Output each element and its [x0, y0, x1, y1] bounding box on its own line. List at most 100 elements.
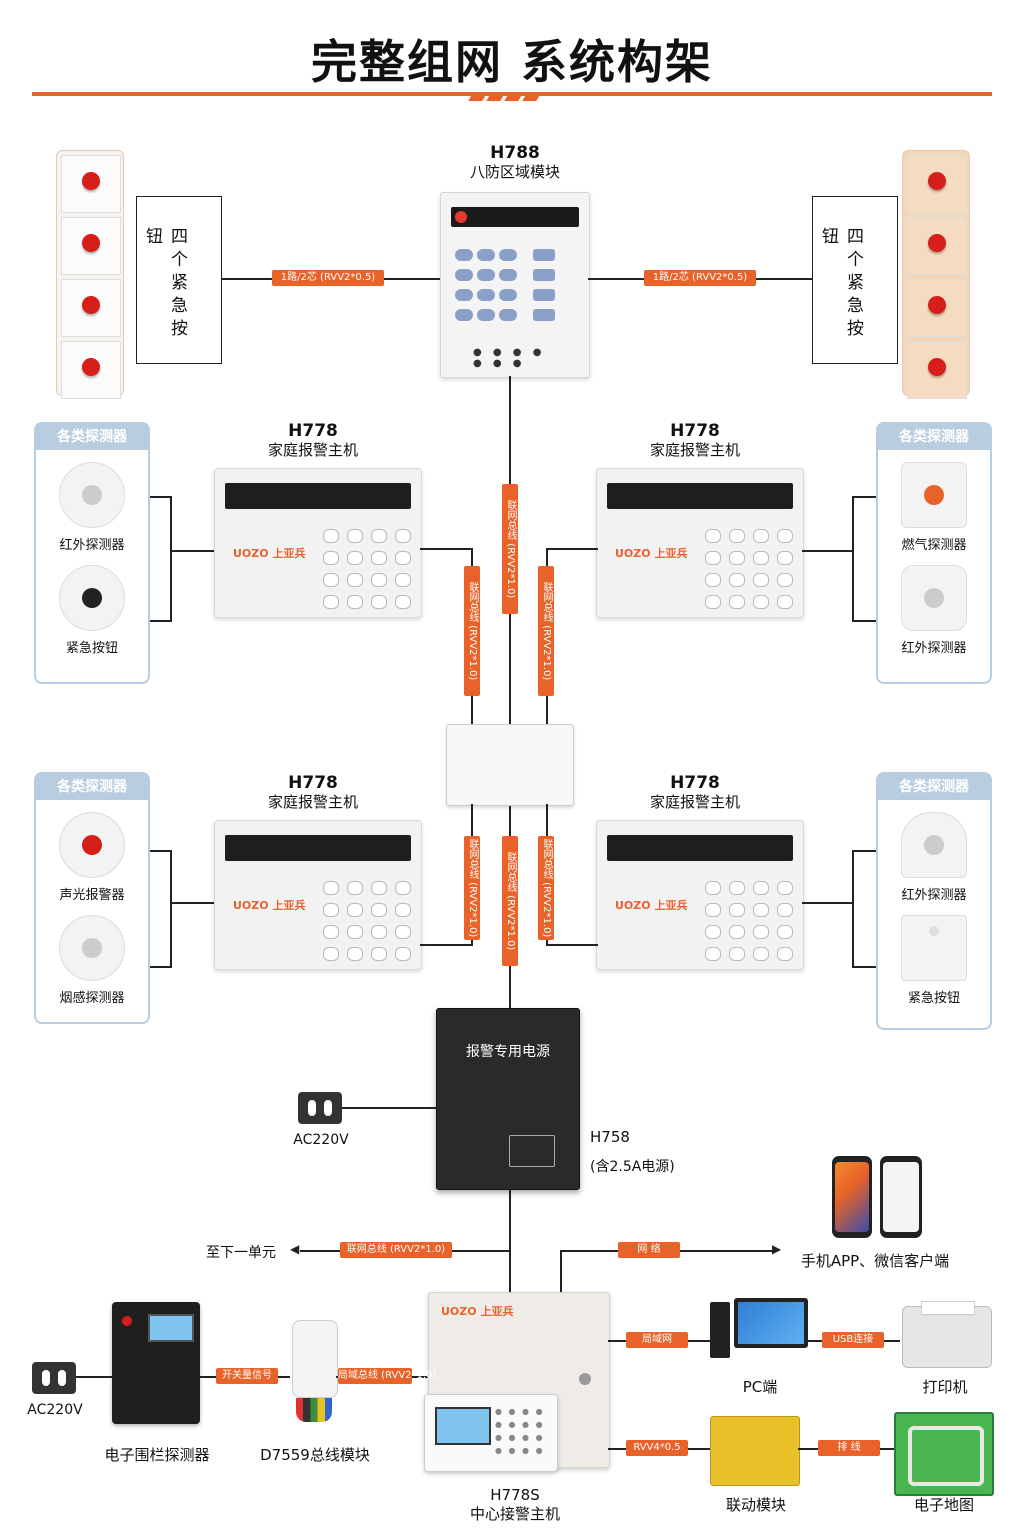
- bracket-wire: [170, 902, 214, 904]
- ac-wire-bottom: [76, 1376, 112, 1378]
- branch-wire: [546, 548, 598, 550]
- emergency-box-right: 四个紧急按钮: [812, 196, 898, 364]
- mobile-label: 手机APP、微信客户端: [800, 1252, 950, 1270]
- linkage-module-board: [710, 1416, 800, 1486]
- emergency-button-icon: [59, 565, 125, 631]
- d7559-bus-module: [292, 1320, 338, 1398]
- fence-led: [122, 1316, 132, 1326]
- bracket-wire: [854, 496, 876, 498]
- host-brand: UOZO 上亚兵: [615, 899, 688, 912]
- center-host-brand: UOZO 上亚兵: [441, 1305, 514, 1318]
- bus-tag-vertical: 联网总线 (RVV2*1.0): [464, 566, 480, 696]
- h788-display: [451, 207, 579, 227]
- printer-icon: [902, 1301, 992, 1368]
- title-underline: [32, 92, 992, 96]
- bus-tag-vertical: 联网总线 (RVV2*1.0): [502, 484, 518, 614]
- power-terminal: [509, 1135, 555, 1167]
- title-decoration: [468, 86, 560, 101]
- emergency-box-left-text: 四个紧急按钮: [142, 227, 187, 342]
- trunk-wire-bottom: [509, 1188, 511, 1292]
- power-note: (含2.5A电源): [590, 1159, 675, 1175]
- bracket-wire: [852, 496, 854, 622]
- emergency-button: [907, 279, 967, 337]
- center-host-label: H778S 中心接警主机: [440, 1486, 590, 1524]
- host-display: [225, 483, 411, 509]
- host-1-label: H778 家庭报警主机: [238, 422, 388, 460]
- rvv-tag: RVV4*0.5: [626, 1440, 688, 1456]
- branch-wire: [420, 944, 472, 946]
- pc-tower-icon: [710, 1302, 730, 1358]
- host-keypad: [319, 879, 415, 967]
- emergency-button: [907, 341, 967, 399]
- h788-led: [455, 211, 467, 223]
- fence-screen: [148, 1314, 194, 1342]
- lock-icon: [579, 1373, 591, 1385]
- detector-label: 红外探测器: [901, 888, 967, 903]
- host-display: [225, 835, 411, 861]
- phone-app-icon: [832, 1156, 872, 1238]
- h788-model: H788: [490, 143, 540, 163]
- host-keypad: [701, 879, 797, 967]
- bus-tag-vertical: 联网总线 (RVV2*1.0): [502, 836, 518, 966]
- power-supply: 报警专用电源: [436, 1008, 580, 1190]
- host-2-name: 家庭报警主机: [649, 441, 740, 459]
- emergency-button: [61, 217, 121, 275]
- bracket-wire: [150, 966, 170, 968]
- infrared-detector-icon: [901, 812, 967, 878]
- host-4-model: H778: [670, 773, 720, 793]
- host-brand: UOZO 上亚兵: [615, 547, 688, 560]
- usb-tag: USB连接: [822, 1332, 884, 1348]
- center-host-name: 中心接警主机: [469, 1505, 560, 1523]
- host-2-model: H778: [670, 421, 720, 441]
- detector-label: 燃气探测器: [901, 538, 967, 553]
- alarm-host-3: UOZO 上亚兵: [214, 820, 422, 970]
- branch-wire: [546, 944, 598, 946]
- bracket-wire: [150, 620, 170, 622]
- bracket-wire: [150, 850, 170, 852]
- detector-label: 红外探测器: [59, 538, 125, 553]
- detector-panel-title: 各类探测器: [36, 774, 148, 800]
- detector-panel-top-right: 各类探测器 燃气探测器 红外探测器: [876, 422, 992, 684]
- cable-tag: 排 线: [818, 1440, 880, 1456]
- detector-panel-bottom-right: 各类探测器 红外探测器 紧急按钮: [876, 772, 992, 1030]
- bracket-wire: [802, 902, 854, 904]
- h788-indicator-dots: ● ● ● ● ● ● ●: [473, 347, 546, 369]
- alarm-host-4: UOZO 上亚兵: [596, 820, 804, 970]
- red-button-icon: [82, 234, 100, 252]
- d7559-label: D7559总线模块: [260, 1446, 370, 1464]
- emergency-button-icon: [901, 915, 967, 981]
- pc-monitor-icon: [734, 1298, 808, 1348]
- red-button-icon: [82, 172, 100, 190]
- host-2-label: H778 家庭报警主机: [620, 422, 770, 460]
- bus-tag-vertical: 联网总线 (RVV2*1.0): [538, 836, 554, 940]
- bus-tag-horizontal: 联网总线 (RVV2*1.0): [340, 1242, 452, 1258]
- detector-label: 烟感探测器: [59, 991, 125, 1006]
- bus-tag-vertical: 联网总线 (RVV2*1.0): [464, 836, 480, 940]
- red-button-icon: [82, 358, 100, 376]
- host-display: [607, 483, 793, 509]
- linkage-label: 联动模块: [725, 1496, 786, 1514]
- wire-tag-top-left: 1路/2芯 (RVV2*0.5): [272, 270, 384, 286]
- power-supply-label: 报警专用电源: [466, 1044, 550, 1060]
- network-tag: 网 络: [618, 1242, 680, 1258]
- bracket-wire: [852, 850, 854, 968]
- red-button-icon: [82, 296, 100, 314]
- detector-label: 紧急按钮: [907, 991, 960, 1006]
- emergency-button-strip-right: [902, 150, 970, 399]
- d7559-wires-icon: [296, 1398, 332, 1422]
- host-1-name: 家庭报警主机: [267, 441, 358, 459]
- center-keypad-screen: [435, 1407, 491, 1445]
- detector-panel-title: 各类探测器: [878, 774, 990, 800]
- host-display: [607, 835, 793, 861]
- host-brand: UOZO 上亚兵: [233, 899, 306, 912]
- wire-tag-top-right: 1路/2芯 (RVV2*0.5): [644, 270, 756, 286]
- bracket-wire: [854, 966, 876, 968]
- network-wire-v: [560, 1250, 562, 1292]
- arrow-right-icon: ▶: [772, 1242, 782, 1256]
- red-button-icon: [928, 172, 946, 190]
- detector-label: 红外探测器: [901, 641, 967, 656]
- red-button-icon: [928, 234, 946, 252]
- electronic-map-board: [894, 1412, 994, 1496]
- host-3-label: H778 家庭报警主机: [238, 774, 388, 812]
- bracket-wire: [802, 550, 854, 552]
